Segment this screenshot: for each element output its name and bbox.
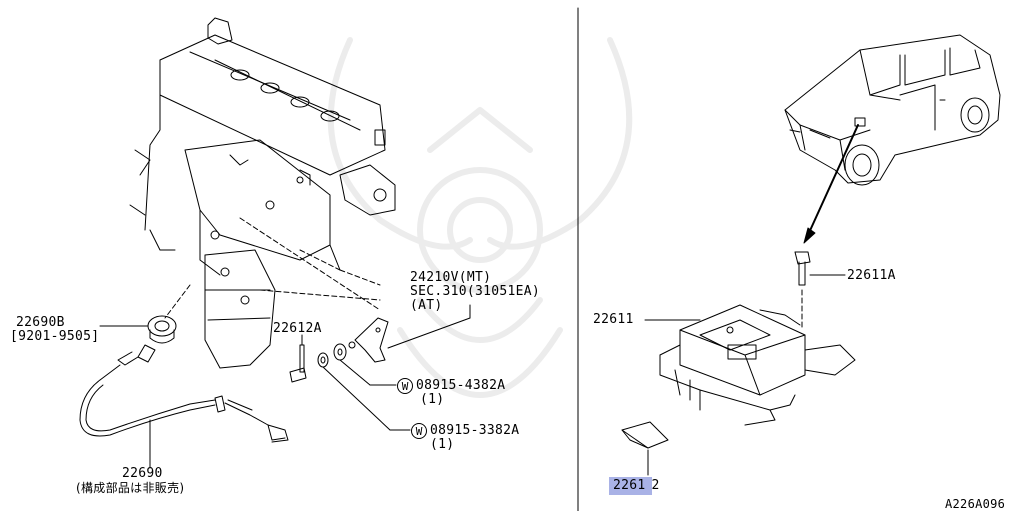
label-22612-highlight: 2261 (609, 477, 652, 495)
label-22612-rest: 2 (651, 478, 660, 493)
bracket-24210v (348, 317, 389, 363)
label-22690b-range: [9201-9505] (10, 329, 100, 344)
label-22612a: 22612A (273, 321, 322, 336)
car-illustration (784, 34, 1001, 186)
grommet-part (147, 315, 177, 344)
bolt-22611a (794, 251, 811, 286)
engine-illustration (129, 17, 396, 369)
washers (317, 343, 347, 368)
label-22611: 22611 (593, 312, 634, 327)
ecu-unit (659, 304, 856, 426)
oxygen-sensor (79, 344, 289, 443)
clip-part (621, 421, 669, 449)
label-sec-310: SEC.310(31051EA) (410, 284, 541, 299)
label-22690: 22690 (122, 466, 163, 481)
label-22690-note: (構成部品は非販売) (76, 481, 185, 495)
label-24210v-mt: 24210V(MT) (410, 270, 492, 285)
washer-symbol-1: W (397, 378, 413, 394)
bolt-22612a (289, 344, 307, 383)
washer-symbol-2: W (411, 423, 427, 439)
watermark-crest (327, 37, 633, 398)
diagram-code: A226A096 (945, 497, 1006, 511)
label-08915-3382a-qty: (1) (430, 437, 455, 452)
label-at: (AT) (410, 298, 443, 313)
label-08915-4382a: 08915-4382A (416, 378, 506, 393)
label-22690b: 22690B (16, 315, 65, 330)
label-22611a: 22611A (847, 268, 896, 283)
engine-leaders (164, 217, 381, 319)
label-08915-4382a-qty: (1) (420, 392, 445, 407)
label-08915-3382a: 08915-3382A (430, 423, 520, 438)
